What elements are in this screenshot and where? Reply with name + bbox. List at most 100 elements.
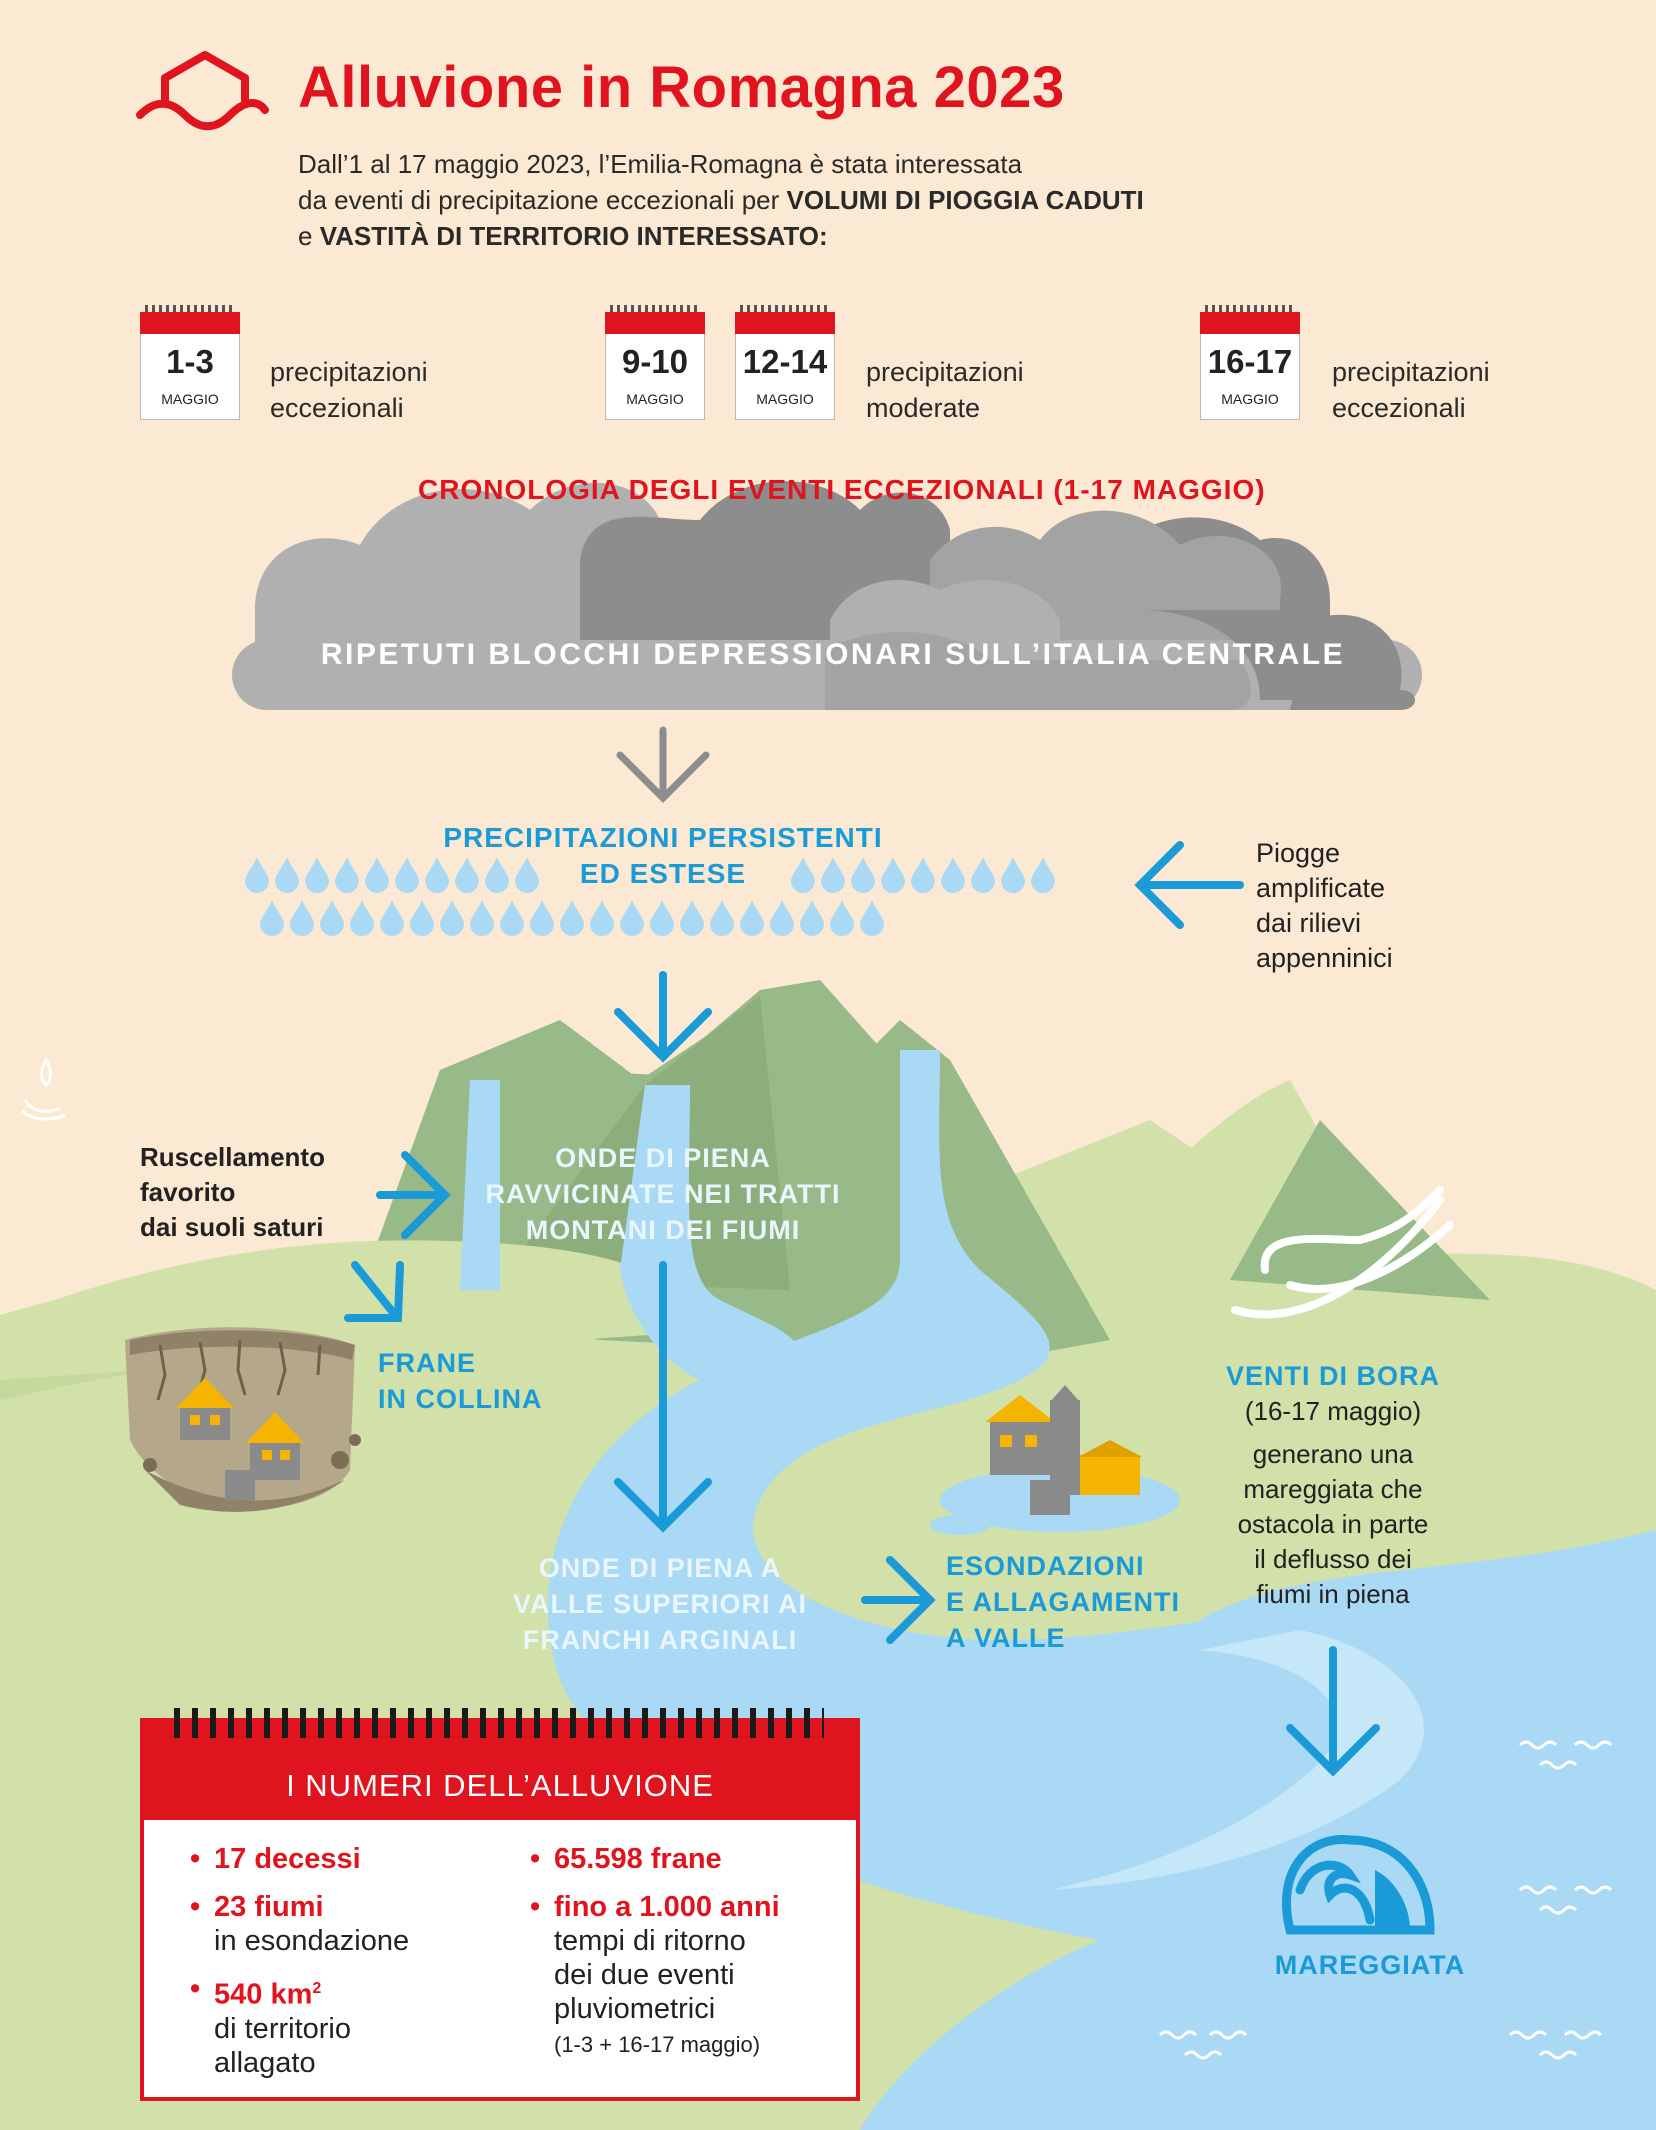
label-line: FRANE xyxy=(378,1348,476,1378)
label-line: ONDE DI PIENA xyxy=(555,1143,771,1173)
stat-rivers: • 23 fiumi in esondazione xyxy=(190,1890,410,1958)
arrow-blue-down-bora xyxy=(1286,1646,1380,1777)
sea-wave-marks xyxy=(1158,1740,1613,2060)
label-line: eccezionali xyxy=(270,393,404,423)
stat-return-period: • fino a 1.000 anni tempi di ritorno dei… xyxy=(530,1890,780,2062)
raindrop xyxy=(395,857,419,893)
wave-mark xyxy=(1573,1740,1613,1750)
arrow-blue-left xyxy=(1134,841,1244,929)
stream-left xyxy=(460,1080,500,1290)
calendar-header xyxy=(735,312,835,334)
calendar-day: 12-14 xyxy=(742,343,828,380)
wave-mark xyxy=(1563,2030,1603,2040)
raindrop xyxy=(851,857,875,893)
label-line: PRECIPITAZIONI PERSISTENTI xyxy=(443,822,883,853)
stat-area: • 540 km2 di territorio allagato xyxy=(190,1972,351,2080)
numbers-box: I NUMERI DELL’ALLUVIONE • 17 decessi • 2… xyxy=(140,1708,860,2101)
label-line: amplificate xyxy=(1256,873,1386,903)
raindrop xyxy=(800,900,824,936)
landslides-label: FRANE IN COLLINA xyxy=(378,1345,543,1417)
calendar-day: 1-3 xyxy=(166,343,214,380)
raindrop xyxy=(911,857,935,893)
raindrops xyxy=(245,857,1055,936)
stat-deaths: • 17 decessi xyxy=(190,1842,361,1876)
raindrop xyxy=(365,857,389,893)
wave-mark xyxy=(1183,2050,1223,2060)
chronology-heading: CRONOLOGIA DEGLI EVENTI ECCEZIONALI (1-1… xyxy=(418,474,1266,505)
numbers-title: I NUMERI DELL’ALLUVIONE xyxy=(286,1768,714,1803)
raindrop xyxy=(770,900,794,936)
mountain-right xyxy=(1230,1120,1490,1300)
stat-value: fino a 1.000 anni xyxy=(554,1891,780,1923)
flood-waves-mountain: ONDE DI PIENA RAVVICINATE NEI TRATTI MON… xyxy=(460,1140,866,1248)
raindrop xyxy=(380,900,404,936)
storm-surge-label: MAREGGIATA xyxy=(1274,1950,1466,1980)
label-line: precipitazioni xyxy=(270,357,428,387)
label-line: precipitazioni xyxy=(1332,357,1490,387)
label-line: ostacola in parte xyxy=(1237,1509,1429,1539)
raindrop xyxy=(440,900,464,936)
bora-title: VENTI DI BORA xyxy=(1225,1361,1440,1391)
bullet: • xyxy=(190,1843,201,1875)
raindrop xyxy=(941,857,965,893)
raindrop xyxy=(320,900,344,936)
persistent-precipitation: PRECIPITAZIONI PERSISTENTI ED ESTESE xyxy=(430,820,896,892)
stat-value: 17 decessi xyxy=(214,1843,361,1875)
label-exceptional-1: precipitazioni eccezionali xyxy=(270,354,428,426)
raindrop xyxy=(821,857,845,893)
label-line: favorito xyxy=(140,1177,236,1207)
runoff-note: Ruscellamento favorito dai suoli saturi xyxy=(140,1140,325,1245)
stat-text: (1-3 + 16-17 maggio) xyxy=(554,2032,761,2057)
raindrop xyxy=(791,857,815,893)
raindrop xyxy=(1031,857,1055,893)
flood-pool-small xyxy=(930,1515,990,1535)
calendar-1-3: 1-3 MAGGIO xyxy=(140,305,240,420)
wave-mark xyxy=(1508,2030,1548,2040)
landslide-illustration xyxy=(125,1327,361,1512)
stat-text: in esondazione xyxy=(214,1925,410,1957)
wave-mark xyxy=(1538,1760,1578,1770)
raindrop xyxy=(620,900,644,936)
raindrop xyxy=(1001,857,1025,893)
label-line: appenninici xyxy=(1256,943,1393,973)
label-exceptional-2: precipitazioni eccezionali xyxy=(1332,354,1490,426)
intro-line1: Dall’1 al 17 maggio 2023, l’Emilia-Romag… xyxy=(298,149,1023,179)
label-moderate: precipitazioni moderate xyxy=(866,354,1024,426)
raindrop xyxy=(530,900,554,936)
stat-text: dei due eventi xyxy=(554,1959,735,1991)
calendar-month: MAGGIO xyxy=(626,391,684,407)
raindrop xyxy=(710,900,734,936)
intro-line2-bold: VOLUMI DI PIOGGIA CADUTI xyxy=(786,185,1144,215)
flood-house-icon xyxy=(136,51,269,131)
flooded-town-illustration xyxy=(985,1385,1142,1515)
stat-sup: 2 xyxy=(312,1980,322,1997)
label-line: Ruscellamento xyxy=(140,1142,325,1172)
raindrop xyxy=(830,900,854,936)
calendar-rings xyxy=(740,305,830,315)
arrow-gray-down xyxy=(616,726,710,803)
raindrop xyxy=(971,857,995,893)
apennine-note: Piogge amplificate dai rilievi appennini… xyxy=(1256,836,1393,976)
raindrop xyxy=(335,857,359,893)
raindrop xyxy=(245,857,269,893)
intro-line2: da eventi di precipitazione eccezionali … xyxy=(298,185,787,215)
calendar-9-10: 9-10 MAGGIO xyxy=(605,305,705,420)
raindrop xyxy=(305,857,329,893)
label-line: MONTANI DEI FIUMI xyxy=(525,1215,801,1245)
stat-value: 65.598 frane xyxy=(554,1843,722,1875)
wave-mark xyxy=(1158,2030,1198,2040)
arrow-blue-down-2 xyxy=(614,1261,712,1533)
stat-landslides: • 65.598 frane xyxy=(530,1842,722,1876)
raindrop xyxy=(260,900,284,936)
wave-icon xyxy=(1281,1835,1435,1935)
calendar-rings xyxy=(1205,305,1295,315)
numbers-rings xyxy=(174,1708,824,1738)
calendar-month: MAGGIO xyxy=(161,391,219,407)
raindrop xyxy=(650,900,674,936)
label-line: moderate xyxy=(866,393,981,423)
bullet: • xyxy=(190,1973,201,2005)
numbers-header xyxy=(144,1722,856,1820)
label-line: FRANCHI ARGINALI xyxy=(522,1625,798,1655)
bullet: • xyxy=(190,1891,201,1923)
